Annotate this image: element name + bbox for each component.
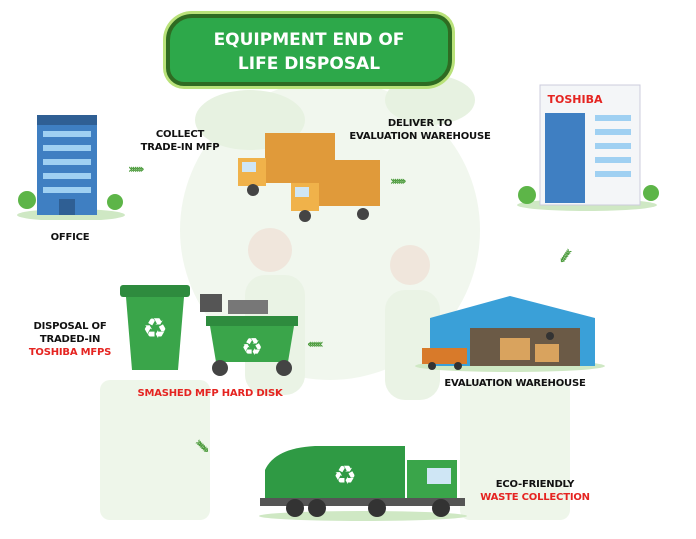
title-line-1: EQUIPMENT END OF bbox=[213, 30, 405, 50]
disposal-line-1: DISPOSAL OF bbox=[33, 321, 107, 332]
arrow-warehouse-to-bins: ››››››› bbox=[310, 337, 324, 351]
deliver-line-2: EVALUATION WAREHOUSE bbox=[349, 131, 491, 142]
svg-text:♻: ♻ bbox=[142, 312, 167, 345]
collect-label: COLLECT TRADE-IN MFP bbox=[130, 128, 230, 154]
smashed-label: SMASHED MFP HARD DISK bbox=[137, 388, 283, 399]
toshiba-building: TOSHIBA bbox=[515, 65, 660, 211]
deliver-line-1: DELIVER TO bbox=[387, 118, 453, 129]
toshiba-sign: TOSHIBA bbox=[547, 93, 603, 106]
disposal-label: DISPOSAL OF TRADED-IN TOSHIBA MFPS bbox=[20, 320, 120, 359]
office-building-icon bbox=[17, 115, 125, 220]
arrow-office-to-trucks: ››››››› bbox=[128, 162, 145, 176]
recycling-bins-icon: ♻ ♻ bbox=[120, 285, 298, 376]
disposal-line-3: TOSHIBA MFPS bbox=[28, 347, 112, 358]
arrow-trucks-to-toshiba: ››››››› bbox=[390, 174, 407, 188]
eco-line-2: WASTE COLLECTION bbox=[480, 492, 590, 503]
eco-label: ECO-FRIENDLY WASTE COLLECTION bbox=[475, 478, 595, 504]
svg-text:♻: ♻ bbox=[241, 333, 263, 361]
disposal-line-2: TRADED-IN bbox=[39, 334, 101, 345]
collect-line-1: COLLECT bbox=[155, 129, 205, 140]
collect-line-2: TRADE-IN MFP bbox=[140, 142, 220, 153]
title-banner: EQUIPMENT END OF LIFE DISPOSAL bbox=[166, 14, 452, 86]
evaluation-warehouse-icon bbox=[415, 296, 605, 372]
eco-line-1: ECO-FRIENDLY bbox=[495, 479, 575, 490]
toshiba-building-icon bbox=[517, 84, 659, 211]
deliver-label: DELIVER TO EVALUATION WAREHOUSE bbox=[340, 117, 500, 143]
svg-text:♻: ♻ bbox=[333, 461, 356, 491]
office-label: OFFICE bbox=[50, 232, 90, 243]
delivery-trucks-icon bbox=[238, 133, 380, 222]
title-line-2: LIFE DISPOSAL bbox=[237, 54, 381, 74]
warehouse-label: EVALUATION WAREHOUSE bbox=[444, 378, 586, 389]
garbage-truck-icon: ♻ bbox=[259, 446, 467, 521]
